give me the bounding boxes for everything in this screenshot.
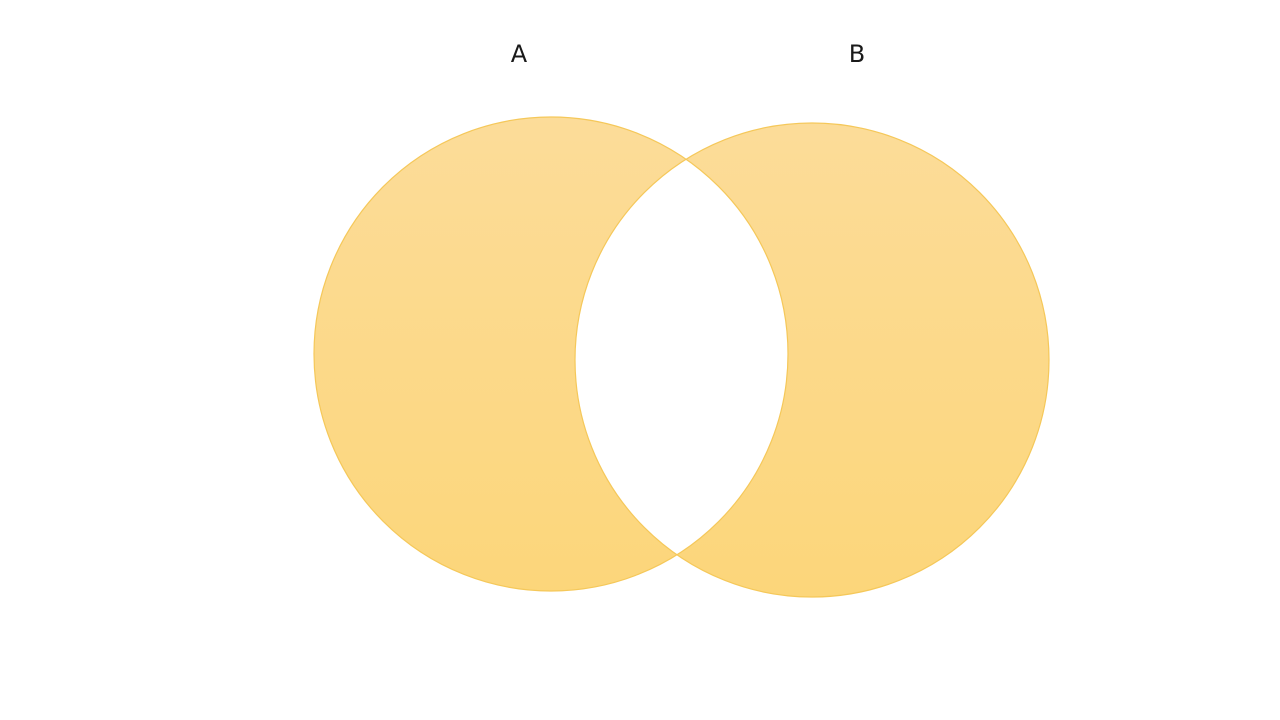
intersection-region xyxy=(575,123,788,591)
set-a-label: A xyxy=(511,40,528,68)
set-b-only-region xyxy=(314,117,1049,597)
set-a-circle xyxy=(313,116,789,592)
set-b-label: B xyxy=(849,40,865,68)
set-b-circle xyxy=(574,122,1050,598)
